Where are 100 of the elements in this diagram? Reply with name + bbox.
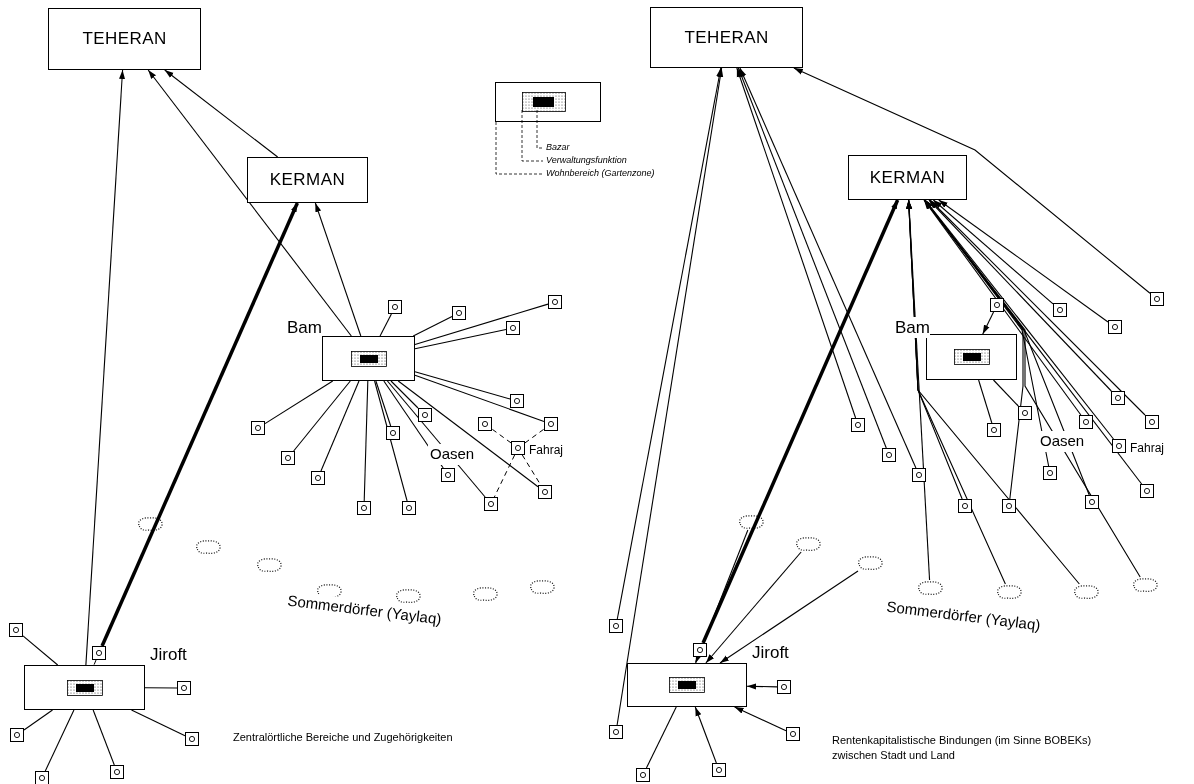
connector-line xyxy=(22,635,59,666)
village-square xyxy=(712,763,726,777)
village-square xyxy=(1108,320,1122,334)
connector-line xyxy=(793,67,1151,294)
city-box xyxy=(650,7,803,68)
connector-line xyxy=(390,380,419,409)
connector-line xyxy=(923,199,1082,416)
legend-label: Wohnbereich (Gartenzone) xyxy=(546,169,655,178)
village-square xyxy=(538,485,552,499)
village-square xyxy=(958,499,972,513)
city-box xyxy=(848,155,967,200)
connector-line xyxy=(164,69,279,158)
village-square xyxy=(10,728,24,742)
connector-line xyxy=(719,570,859,664)
summer-village-outline xyxy=(471,586,499,602)
village-square xyxy=(609,725,623,739)
summer-village-outline xyxy=(737,514,765,530)
connector-line xyxy=(293,380,351,452)
village-square xyxy=(92,646,106,660)
dashed-connector xyxy=(493,454,516,498)
village-square xyxy=(35,771,49,784)
village-square xyxy=(388,300,402,314)
connector-line xyxy=(414,371,511,400)
summer-village-outline xyxy=(394,588,422,604)
connector-line xyxy=(144,687,178,689)
connector-line xyxy=(734,706,787,732)
connector-line xyxy=(928,199,1112,392)
summer-village-outline xyxy=(916,580,944,596)
summer-village-outline xyxy=(1072,584,1100,600)
village-square xyxy=(1085,495,1099,509)
village-square xyxy=(990,298,1004,312)
village-square xyxy=(1145,415,1159,429)
village-square xyxy=(311,471,325,485)
connector-line xyxy=(414,374,545,423)
connector-line xyxy=(978,379,993,424)
village-square xyxy=(693,643,707,657)
village-square xyxy=(1018,406,1032,420)
connector-line xyxy=(397,380,539,488)
village-square xyxy=(786,727,800,741)
village-square xyxy=(1002,499,1016,513)
village-square xyxy=(1140,484,1154,498)
village-square xyxy=(177,681,191,695)
city-name: TEHERAN xyxy=(684,26,769,49)
village-square xyxy=(1150,292,1164,306)
village-name: Fahraj xyxy=(1130,440,1164,457)
village-square xyxy=(441,468,455,482)
connector-line xyxy=(616,67,724,726)
connector-line xyxy=(746,683,778,690)
connector-line xyxy=(379,313,392,337)
village-square xyxy=(9,623,23,637)
area-label: Oasen xyxy=(1038,431,1087,452)
dashed-connector xyxy=(491,428,512,444)
connector-line xyxy=(147,69,352,337)
city-name: TEHERAN xyxy=(82,28,167,51)
connector-line xyxy=(938,199,1109,323)
summer-village-outline xyxy=(194,539,222,555)
city-name: KERMAN xyxy=(869,166,946,189)
village-square xyxy=(484,497,498,511)
connector-line xyxy=(363,380,369,502)
village-square xyxy=(777,680,791,694)
village-square xyxy=(510,394,524,408)
village-square xyxy=(357,501,371,515)
village-square xyxy=(418,408,432,422)
village-square xyxy=(402,501,416,515)
connector-line xyxy=(92,709,115,766)
village-square xyxy=(1053,303,1067,317)
summer-village-outline xyxy=(1131,577,1159,593)
caption-text: Zentralörtliche Bereiche und Zugehörigkeiten xyxy=(233,730,454,745)
village-square xyxy=(609,619,623,633)
connector-line xyxy=(645,706,677,769)
connector-line xyxy=(314,202,362,337)
connector-line xyxy=(412,315,453,337)
connector-line xyxy=(100,202,299,647)
connector-line xyxy=(736,67,857,419)
village-square xyxy=(636,768,650,782)
summer-village-outline xyxy=(794,536,822,552)
connector-line xyxy=(23,709,54,731)
summer-village-outline xyxy=(995,584,1023,600)
connector-line xyxy=(414,303,549,345)
village-square xyxy=(987,423,1001,437)
dashed-connector xyxy=(93,659,97,666)
village-square xyxy=(251,421,265,435)
village-square xyxy=(882,448,896,462)
connector-line xyxy=(737,67,887,449)
connector-line xyxy=(932,199,1054,305)
connector-line xyxy=(320,380,360,472)
connector-line xyxy=(992,379,1019,407)
village-square xyxy=(185,732,199,746)
connector-line xyxy=(44,709,75,772)
village-square xyxy=(548,295,562,309)
connector-line xyxy=(85,69,126,666)
connector-line xyxy=(982,311,995,335)
connector-line xyxy=(701,199,900,644)
city-box xyxy=(48,8,201,70)
village-square xyxy=(386,426,400,440)
city-name: KERMAN xyxy=(269,169,346,192)
connector-line xyxy=(695,529,749,664)
caption-text: Rentenkapitalistische Bindungen (im Sinne BOBEKs) zwischen Stadt und Land xyxy=(832,733,1093,764)
village-square xyxy=(544,417,558,431)
connector-line xyxy=(705,551,802,664)
